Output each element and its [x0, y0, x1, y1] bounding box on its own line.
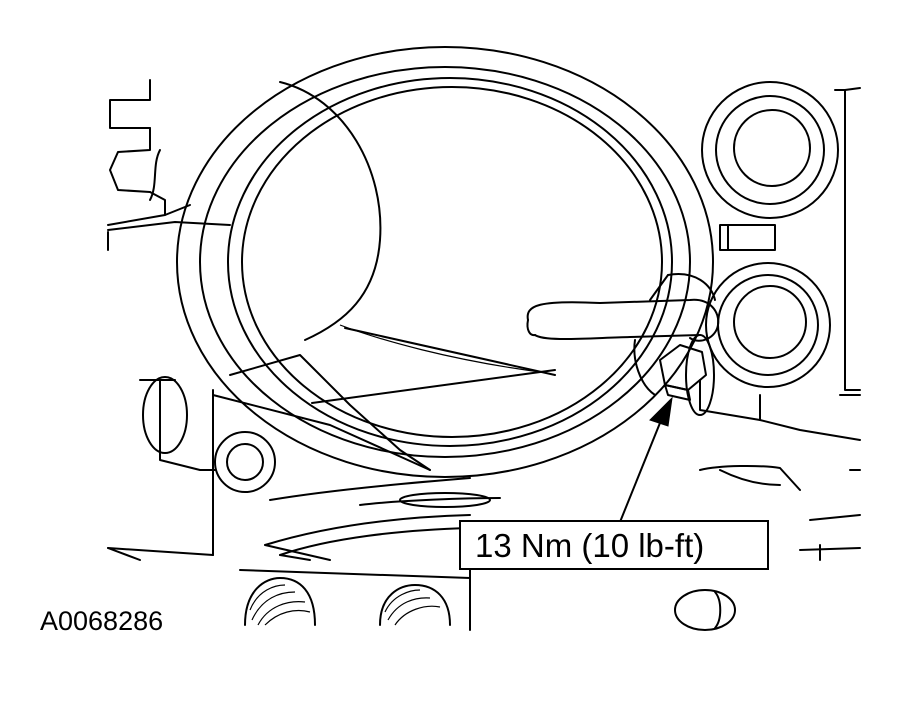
- oval-port: [674, 589, 736, 631]
- left-slot: [142, 376, 188, 454]
- torque-label: 13 Nm (10 lb-ft): [475, 527, 704, 564]
- figure-id: A0068286: [40, 606, 163, 636]
- right-boss-upper: [701, 81, 839, 219]
- throttle-plate: [279, 81, 556, 404]
- throttle-bore: [176, 46, 714, 478]
- threaded-hole-left: [244, 577, 316, 626]
- hex-bolt: [659, 334, 715, 416]
- left-boss: [214, 431, 276, 493]
- right-housing: [699, 87, 861, 441]
- left-housing: [107, 79, 431, 556]
- lower-flange: [107, 464, 861, 631]
- callout-leader: [619, 396, 673, 523]
- right-boss-lower: [705, 262, 831, 388]
- vacuum-hose: [526, 273, 720, 396]
- torque-callout: 13 Nm (10 lb-ft): [459, 520, 769, 570]
- threaded-hole-right: [379, 584, 451, 626]
